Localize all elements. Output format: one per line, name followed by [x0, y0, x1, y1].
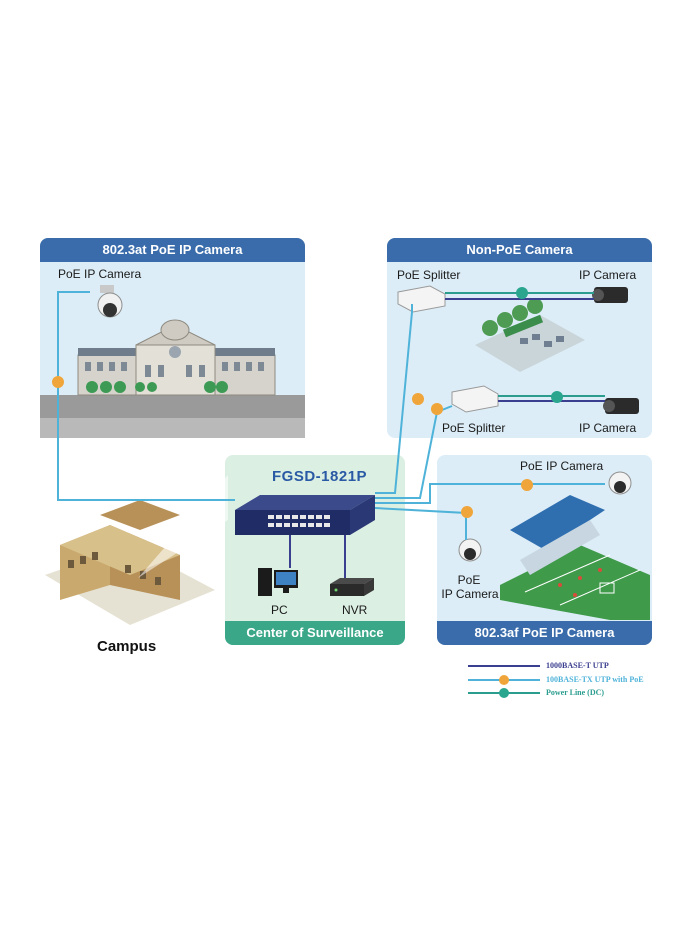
bottom-right-left-camera-label-1: PoE	[457, 573, 481, 587]
dome-camera-left-icon	[458, 538, 482, 562]
legend-poe: 100BASE-TX UTP with PoE	[546, 675, 644, 684]
center-footer-label: Center of Surveillance	[225, 621, 405, 645]
ptz-dome-camera-icon	[97, 285, 123, 318]
top-left-camera-label: PoE IP Camera	[58, 267, 142, 281]
dome-camera-top-icon	[608, 471, 632, 495]
fgsd-1821p-switch-icon	[235, 495, 375, 535]
splitter-2-label: PoE Splitter	[442, 421, 506, 435]
ip-camera-1-label: IP Camera	[579, 268, 637, 282]
panel-non-poe-title: Non-PoE Camera	[387, 238, 652, 262]
campus-label: Campus	[97, 638, 157, 655]
pc-label: PC	[271, 603, 288, 617]
legend-dc: Power Line (DC)	[546, 688, 605, 697]
parking-lot-illustration	[475, 298, 585, 372]
panel-center-surveillance: Center of Surveillance	[225, 455, 405, 645]
panel-802-3at-title: 802.3at PoE IP Camera	[40, 238, 305, 262]
nvr-icon	[330, 578, 374, 596]
government-building	[40, 319, 305, 438]
ip-camera-1-icon	[592, 287, 628, 303]
poe-splitter-1-icon	[397, 285, 446, 313]
ip-camera-2-label: IP Camera	[579, 421, 637, 435]
legend-utp: 1000BASE-T UTP	[546, 661, 609, 670]
dc-badges	[516, 287, 563, 403]
stadium-illustration	[500, 495, 650, 620]
legend-swatches	[468, 665, 540, 698]
bottom-right-top-camera-label: PoE IP Camera	[520, 459, 604, 473]
nvr-label: NVR	[342, 603, 368, 617]
poe-badges	[52, 376, 533, 518]
campus-building	[45, 475, 228, 625]
ip-camera-2-icon	[603, 398, 639, 414]
panel-802-3af-title: 802.3af PoE IP Camera	[437, 621, 652, 645]
utp-lines	[289, 298, 605, 578]
switch-model-title: FGSD-1821P	[272, 468, 368, 485]
poe-splitter-2-icon	[451, 385, 499, 413]
bottom-right-left-camera-label-2: IP Camera	[441, 587, 499, 601]
splitter-1-label: PoE Splitter	[397, 268, 461, 282]
pc-icon	[258, 568, 298, 596]
